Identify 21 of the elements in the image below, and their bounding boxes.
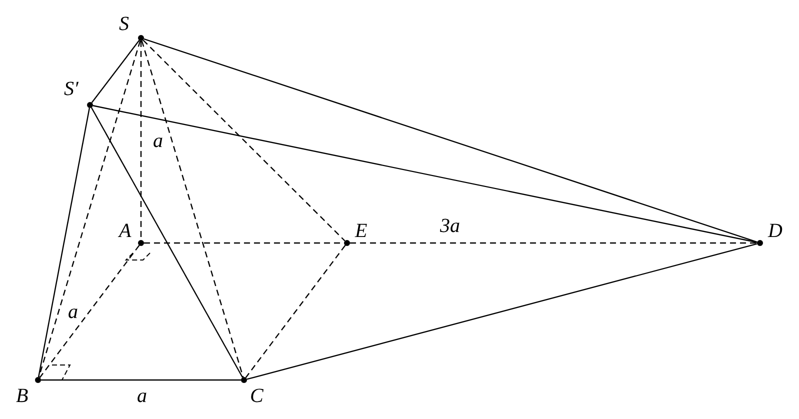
point-label: B — [16, 386, 28, 406]
segment — [92, 105, 758, 243]
segment — [144, 38, 758, 243]
dashed-segment — [245, 245, 346, 378]
dashed-segment — [142, 40, 346, 242]
dashed-segment — [350, 242, 757, 244]
segment — [41, 379, 241, 381]
dashed-segment — [141, 40, 244, 378]
point-label: D — [768, 221, 782, 241]
segment — [91, 40, 140, 103]
point-label: C — [250, 386, 264, 406]
point-label: S′ — [64, 79, 78, 99]
segment — [90, 107, 244, 378]
dashed-segment — [38, 40, 141, 378]
dashed-segment — [39, 245, 140, 378]
point-label: E — [355, 221, 368, 241]
segment — [246, 243, 758, 380]
segment — [38, 108, 90, 378]
point-label: S — [119, 14, 129, 34]
point-label: A — [119, 221, 132, 241]
dashed-segment — [140, 41, 142, 240]
